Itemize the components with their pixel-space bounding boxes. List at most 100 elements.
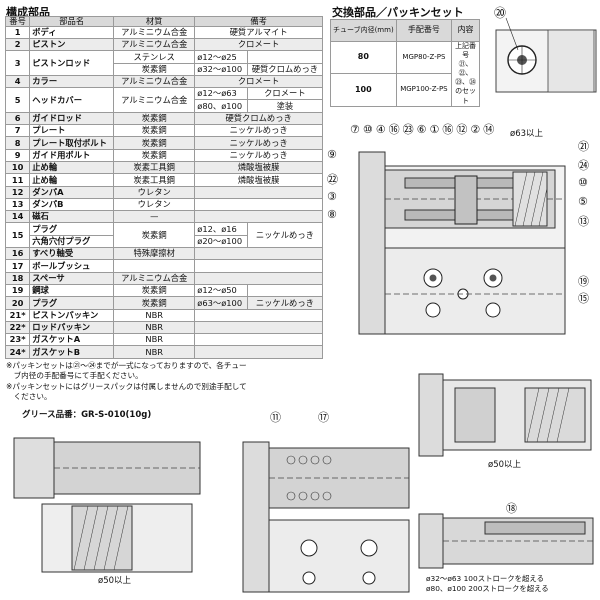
part-name: プレート取付ボルト <box>29 136 115 150</box>
seal-table: チューブ内径(mm) 手配番号 内容 80 MGP80-Z-PS 上記番号 ㉑、… <box>330 19 480 107</box>
col-no: 番号 <box>4 16 31 27</box>
caption-50-left: ø50以上 <box>98 576 132 586</box>
part-number: 20 <box>4 296 31 310</box>
part-number: 4 <box>4 74 31 89</box>
callout-13: ⑬ <box>578 215 589 228</box>
part-name: 鋼球 <box>29 283 115 298</box>
part-material: 炭素鋼 <box>113 148 196 162</box>
callout-9: ⑨ <box>327 148 337 161</box>
part-number: 19 <box>4 283 31 298</box>
col-material: 材質 <box>113 16 196 27</box>
part-name: ボディ <box>29 25 115 40</box>
part-name: ガイドロッド <box>29 111 115 126</box>
part-material: — <box>113 210 196 224</box>
part-remark <box>194 259 323 273</box>
part-remark: 燐酸塩被膜 <box>194 173 323 187</box>
part-remark: ニッケルめっき <box>194 148 323 162</box>
bottom-mid-drawing <box>242 441 410 593</box>
part-material: 炭素鋼 <box>113 136 196 150</box>
part-remark: クロメート <box>246 87 324 101</box>
part-size: ø12、ø16 <box>194 222 248 236</box>
part-name: スペーサ <box>29 271 115 285</box>
part-number: 18 <box>4 271 31 285</box>
part-number: 12 <box>4 185 31 199</box>
part-remark <box>194 210 323 224</box>
part-remark: ニッケルめっき <box>246 222 324 249</box>
part-remark: ニッケルめっき <box>194 124 323 138</box>
part-remark <box>194 247 323 261</box>
part-number: 8 <box>4 136 31 150</box>
part-material: NBR <box>113 320 196 335</box>
part-name: カラー <box>29 74 115 89</box>
callout-20: ⑳ <box>494 6 507 20</box>
part-material: ステンレス <box>113 50 196 64</box>
part-number: 1 <box>4 25 31 40</box>
part-name: ピストン <box>29 37 115 52</box>
part-remark: ニッケルめっき <box>246 296 324 310</box>
part-name: ボールブッシュ <box>29 259 115 273</box>
callout-3: ③ <box>327 190 337 203</box>
part-remark <box>246 283 324 298</box>
part-number: 7 <box>4 124 31 138</box>
part-size: ø63〜ø100 <box>194 296 248 310</box>
part-material: 炭素鋼 <box>113 124 196 138</box>
part-number: 22* <box>4 320 31 335</box>
part-remark <box>194 345 323 359</box>
part-number: 10 <box>4 160 31 175</box>
part-name: ダンパA <box>29 185 115 199</box>
detail-63-drawing <box>495 17 597 93</box>
part-material: 炭素工具鋼 <box>113 160 196 175</box>
part-material: アルミニウム合金 <box>113 74 196 89</box>
part-name: 止め輪 <box>29 173 115 187</box>
callout-22: ㉒ <box>327 173 338 186</box>
part-remark <box>246 50 324 64</box>
part-number: 14 <box>4 210 31 224</box>
part-remark: 硬質アルマイト <box>194 25 323 40</box>
part-name: 磁石 <box>29 210 115 224</box>
part-name: ピストンパッキン <box>29 308 115 322</box>
callout-21: ㉑ <box>578 140 589 153</box>
part-number: 3 <box>4 50 31 76</box>
part-material: 炭素鋼 <box>113 62 196 76</box>
seal-bore: 100 <box>330 73 397 107</box>
part-size: ø12〜ø25 <box>194 50 248 64</box>
part-remark: 硬質クロムめっき <box>194 111 323 126</box>
part-remark: 硬質クロムめっき <box>246 62 324 76</box>
part-material: アルミニウム合金 <box>113 25 196 40</box>
callout-11: ⑪ <box>270 411 281 424</box>
part-remark: 塗装 <box>246 99 324 113</box>
part-material: 特殊摩擦材 <box>113 247 196 261</box>
part-name: プレート <box>29 124 115 138</box>
part-material: NBR <box>113 345 196 359</box>
bottom-left-drawing <box>13 437 201 573</box>
part-name: ヘッドカバー <box>29 87 115 113</box>
seal-col-order: 手配番号 <box>395 19 453 42</box>
part-remark <box>194 320 323 335</box>
part-remark <box>194 308 323 322</box>
seal-order: MGP100-Z-PS <box>395 73 453 107</box>
part-number: 21* <box>4 308 31 322</box>
part-size: ø32〜ø100 <box>194 62 248 76</box>
part-number: 13 <box>4 197 31 212</box>
part-number: 5 <box>4 87 31 113</box>
part-size: ø20〜ø100 <box>194 234 248 249</box>
part-name: プラグ <box>29 222 115 236</box>
stroke-note-2: ø80、ø100 200ストロークを超える <box>426 583 549 593</box>
callout-24: ㉔ <box>578 159 589 172</box>
part-size: ø12〜ø63 <box>194 87 248 101</box>
parts-title: 構成部品 <box>6 6 50 19</box>
part-name: ガイド用ボルト <box>29 148 115 162</box>
seal-bore: 80 <box>330 40 397 75</box>
